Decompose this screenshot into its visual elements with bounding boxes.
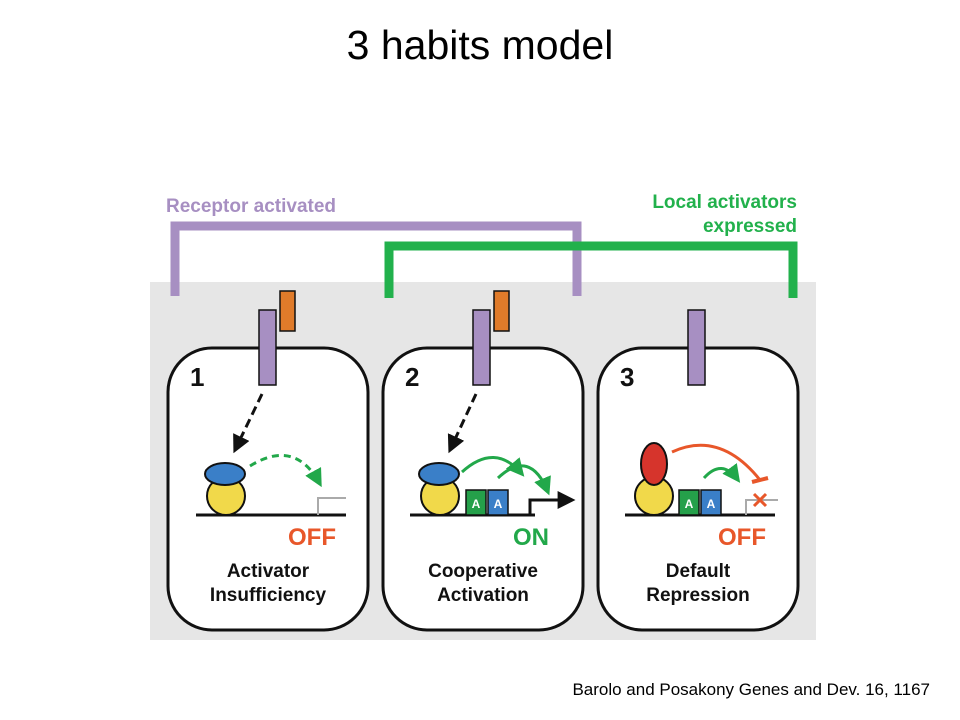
activator-box-3a-letter: A (685, 497, 694, 511)
panel-number-1: 1 (190, 362, 204, 392)
repression-bar-3 (751, 476, 769, 484)
promoter-1 (317, 497, 346, 515)
activator-box-3b-letter: A (707, 497, 716, 511)
signal-arrow-1 (233, 393, 264, 454)
slide-title: 3 habits model (346, 22, 614, 68)
mechanism-label-1a: Activator (227, 561, 310, 582)
mechanism-label-3a: Default (666, 561, 731, 582)
state-label-3: OFF (718, 524, 766, 551)
corepressor-3 (640, 442, 668, 486)
transcription-arrow-2 (528, 491, 576, 515)
receptor-1 (258, 309, 277, 386)
citation: Barolo and Posakony Genes and Dev. 16, 1… (572, 680, 930, 699)
activator-box-2b (487, 489, 509, 516)
activator-box-2a (465, 489, 487, 516)
signal-arrow-2 (447, 393, 478, 454)
state-label-2: ON (513, 524, 549, 551)
local-activators-bracket (384, 241, 798, 298)
panel-number-3: 3 (620, 362, 634, 392)
blocked-mark-3 (752, 492, 768, 508)
local-activators-label-line2: expressed (703, 216, 797, 237)
activator-box-3b (700, 489, 722, 516)
activator-box-3a (678, 489, 700, 516)
state-label-1: OFF (288, 524, 336, 551)
local-activators-label-line1: Local activators (652, 192, 797, 213)
activator-box-2a-letter: A (472, 497, 481, 511)
activation-arrow-2a (460, 456, 525, 477)
ligand-1 (279, 290, 296, 332)
mechanism-label-2a: Cooperative (428, 561, 538, 582)
failed-activation-arrow-1 (249, 453, 322, 488)
ligand-2 (493, 290, 510, 332)
receptor-3 (687, 309, 706, 386)
receptor-activated-label: Receptor activated (166, 196, 336, 217)
mechanism-label-3b: Repression (646, 585, 749, 606)
blue-factor-2 (418, 462, 460, 486)
repression-arc-3 (671, 443, 762, 481)
activation-arrow-2b (496, 464, 551, 496)
activation-arrow-3 (702, 463, 741, 483)
blue-factor-1 (204, 462, 246, 486)
promoter-3 (745, 499, 778, 515)
activator-box-2b-letter: A (494, 497, 503, 511)
receptor-2 (472, 309, 491, 386)
receptor-bracket (170, 221, 582, 296)
panel-number-2: 2 (405, 362, 419, 392)
mechanism-label-1b: Insufficiency (210, 585, 327, 606)
mechanism-label-2b: Activation (437, 585, 529, 606)
